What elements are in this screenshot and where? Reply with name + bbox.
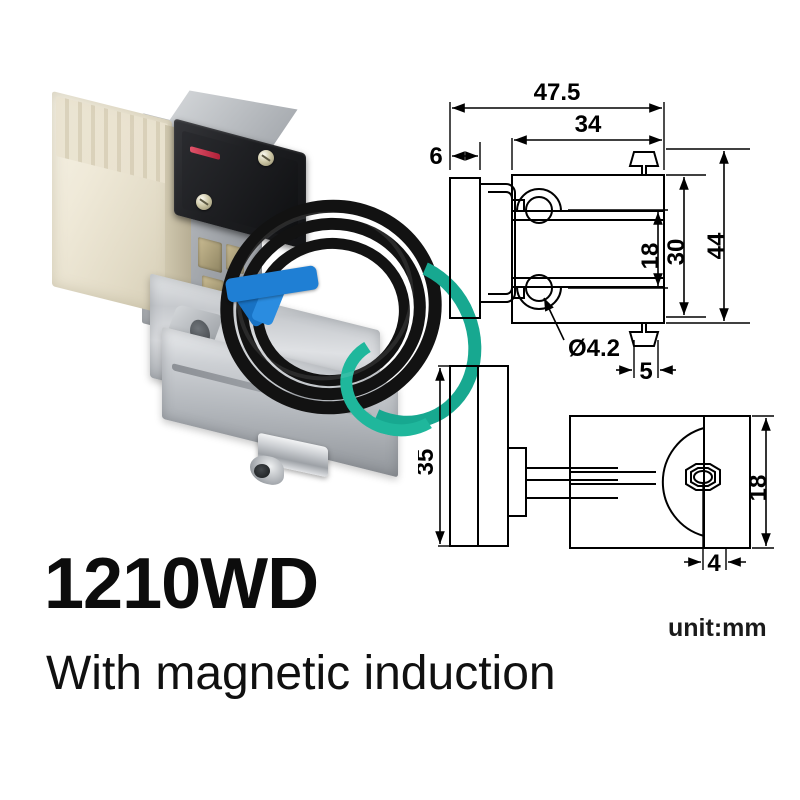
brass-screw: [196, 194, 212, 210]
leader-hole-diameter: [543, 297, 565, 341]
hex-nut-outer: [685, 463, 721, 491]
corner-relief: [512, 199, 525, 211]
dim-text-hole-spacing: 18: [637, 243, 664, 270]
fitting-bore: [254, 464, 270, 478]
side-body-block: [569, 415, 751, 549]
dim-text-body-height: 30: [663, 239, 690, 266]
clevis-boss: [661, 427, 705, 537]
dim-text-plate-height: 35: [418, 449, 439, 476]
dim-text-plate-thickness: 6: [429, 143, 442, 170]
hex-nut-bore: [693, 470, 713, 484]
bracket-outline: [480, 183, 516, 303]
terminal-tab: [198, 236, 222, 274]
side-boss: [507, 447, 527, 517]
dim-text-hole-diameter: Ø4.2: [568, 335, 620, 362]
mounting-hole: [525, 274, 553, 302]
hole-boss: [516, 286, 562, 310]
brass-screw: [258, 150, 274, 166]
unit-label: unit:mm: [668, 614, 767, 642]
dim-text-side-body-height: 18: [745, 475, 772, 502]
dim-text-port-width: 5: [639, 358, 652, 385]
hole-boss: [516, 188, 562, 212]
hex-nut-inner: [690, 467, 716, 487]
bottom-port-fitting: [628, 323, 660, 347]
corner-relief: [512, 287, 525, 299]
dim-text-overall-length: 47.5: [534, 79, 581, 106]
dim-text-screw-offset: 4: [707, 550, 721, 577]
bracket-inner: [488, 191, 513, 295]
top-port-fitting: [628, 151, 660, 175]
mounting-plate: [449, 177, 481, 319]
model-number: 1210WD: [44, 544, 319, 624]
dim-text-overall-height: 44: [703, 232, 730, 259]
dim-text-body-length: 34: [575, 111, 602, 138]
model-subtitle: With magnetic induction: [46, 647, 556, 700]
technical-drawings: 47.5 34 6 44 30 18 Ø4.2 5 35 18 4: [412, 70, 796, 590]
product-photo: [22, 88, 508, 528]
mounting-hole: [525, 196, 553, 224]
